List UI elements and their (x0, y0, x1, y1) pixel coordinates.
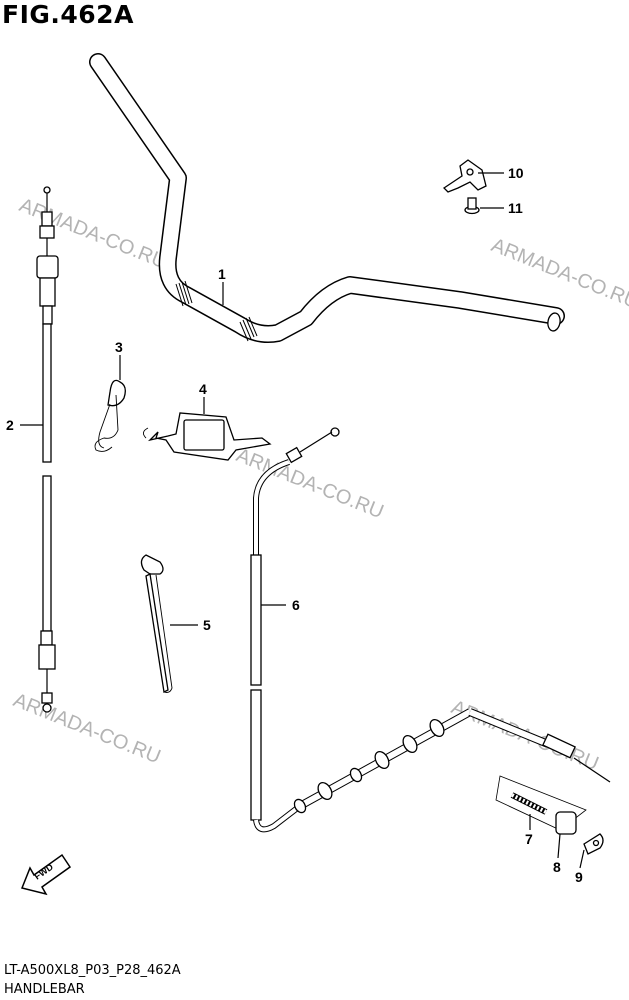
figure-name: HANDLEBAR (4, 982, 85, 997)
cable-tie-part (140, 554, 173, 693)
callout-1: 1 (218, 266, 226, 282)
adjuster-parts (495, 775, 604, 855)
callout-6: 6 (292, 597, 300, 613)
callout-2: 2 (6, 417, 14, 433)
watermark-4: ARMADA-CO.RU (10, 689, 164, 768)
clip-part (583, 833, 604, 855)
callout-4: 4 (199, 381, 207, 397)
bracket-clip-part (442, 159, 487, 193)
figure-code: LT-A500XL8_P03_P28_462A (4, 963, 181, 978)
left-cable-part (36, 186, 59, 713)
spring-part (510, 792, 548, 815)
screw-part (464, 197, 480, 215)
fwd-arrow-icon: FWD (20, 853, 72, 896)
handlebar-part (89, 53, 565, 343)
guide-bracket-part (143, 412, 272, 461)
throttle-cable-part (250, 427, 611, 833)
figure-title: FIG.462A (2, 0, 134, 29)
callout-7: 7 (525, 831, 533, 847)
barrel-part (555, 811, 577, 835)
callout-5: 5 (203, 617, 211, 633)
callout-8: 8 (553, 859, 561, 875)
callout-11: 11 (508, 200, 523, 216)
callout-3: 3 (115, 339, 123, 355)
callout-9: 9 (575, 869, 583, 885)
callout-10: 10 (508, 165, 524, 181)
spring-clip-part (94, 379, 126, 452)
